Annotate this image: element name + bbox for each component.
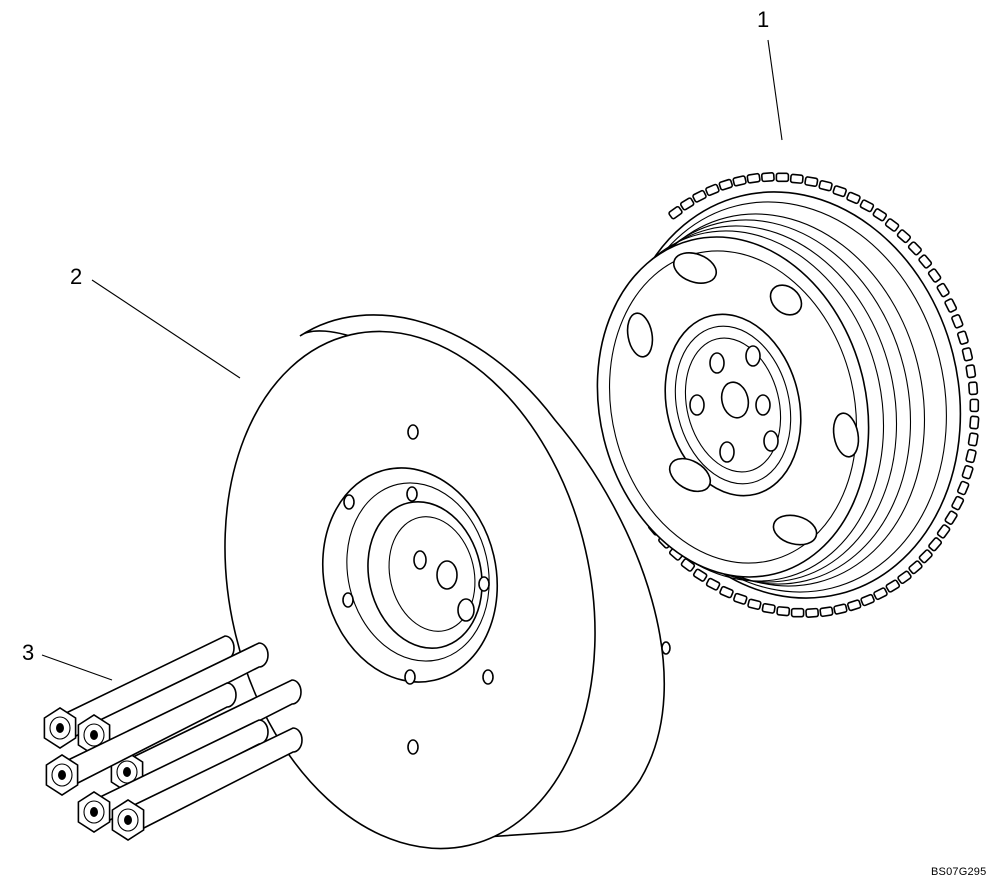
ring-gear-tooth	[896, 229, 912, 244]
ring-gear-tooth	[884, 218, 900, 232]
ring-gear-tooth	[805, 607, 820, 618]
ring-gear-tooth	[832, 185, 847, 198]
ring-gear-teeth	[616, 172, 980, 618]
ring-gear-tooth	[776, 606, 791, 617]
ring-gear-tooth	[705, 577, 721, 591]
flywheel-icon	[596, 172, 980, 618]
ring-gear-tooth	[692, 568, 708, 582]
ring-gear-tooth	[747, 598, 762, 611]
ring-gear-tooth	[819, 606, 834, 618]
ring-gear-tooth	[918, 254, 933, 269]
ring-gear-tooth	[965, 448, 977, 464]
ring-gear-tooth	[872, 208, 888, 222]
ring-gear-tooth	[775, 172, 790, 183]
leader-line-1	[767, 39, 783, 141]
bolt	[45, 682, 237, 796]
bolts-icon	[43, 635, 303, 841]
ring-gear-tooth	[907, 241, 922, 256]
ring-gear-tooth	[746, 172, 761, 184]
ring-gear-tooth	[961, 347, 974, 362]
ring-gear-tooth	[968, 381, 979, 396]
ring-gear-tooth	[733, 592, 748, 605]
ring-gear-tooth	[789, 173, 804, 184]
drawing-reference-code: BS07G295	[931, 866, 987, 878]
ring-gear-tooth	[936, 282, 950, 298]
ring-gear-tooth	[927, 268, 942, 283]
bolt	[77, 719, 269, 833]
ring-gear-tooth	[908, 560, 923, 575]
ring-gear-tooth	[897, 570, 912, 585]
ring-gear-tooth	[967, 432, 979, 447]
ring-gear-tooth	[965, 364, 977, 379]
ring-gear-tooth	[718, 178, 734, 191]
ring-gear-tooth	[846, 191, 861, 205]
ring-gear-tooth	[957, 480, 970, 496]
callout-1: 1	[757, 7, 770, 32]
ring-gear-tooth	[668, 205, 683, 220]
ring-gear-tooth	[944, 510, 958, 525]
leader-line-2	[91, 279, 241, 379]
ring-gear-tooth	[846, 599, 862, 612]
ring-gear-tooth	[961, 464, 974, 480]
ring-gear-tooth	[885, 579, 901, 593]
ring-gear-tooth	[692, 189, 707, 203]
callout-2: 2	[70, 264, 83, 289]
ring-gear-tooth	[873, 587, 888, 601]
ring-gear-tooth	[969, 415, 980, 430]
bolt	[111, 727, 303, 841]
ring-gear-tooth	[804, 176, 819, 188]
ring-gear-tooth	[760, 172, 775, 183]
ring-gear-tooth	[951, 314, 964, 329]
ring-gear-tooth	[719, 585, 734, 599]
bolt	[43, 635, 235, 749]
ring-gear-tooth	[918, 549, 933, 564]
ring-gear-tooth	[956, 330, 969, 345]
ring-gear-tooth	[936, 524, 951, 539]
ring-gear-tooth	[680, 558, 696, 572]
ring-gear-tooth	[969, 398, 980, 413]
ring-gear-tooth	[859, 199, 875, 213]
bolt	[77, 642, 269, 756]
ring-gear-tooth	[732, 175, 747, 187]
ring-gear-tooth	[761, 602, 776, 614]
ring-gear-tooth	[679, 197, 695, 211]
ring-gear-tooth	[705, 183, 720, 197]
ring-gear-tooth	[833, 603, 848, 615]
callout-3: 3	[22, 640, 35, 665]
ring-gear-tooth	[818, 179, 833, 192]
ring-gear-tooth	[790, 607, 805, 618]
leader-line-3	[41, 654, 113, 681]
ring-gear-tooth	[928, 537, 943, 552]
ring-gear-tooth	[944, 298, 958, 313]
leader-lines	[41, 39, 783, 681]
ring-gear-tooth	[860, 593, 875, 607]
damper-icon	[224, 314, 671, 850]
ring-gear-tooth	[951, 495, 965, 511]
